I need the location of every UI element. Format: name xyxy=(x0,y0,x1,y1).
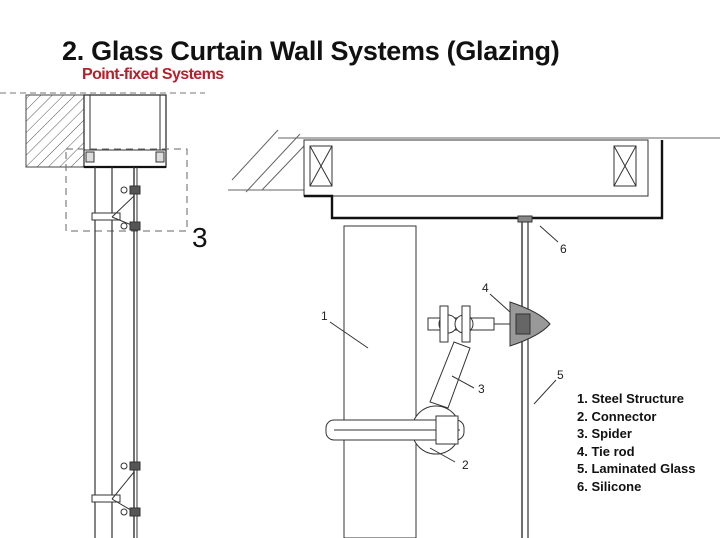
legend-item: 6. Silicone xyxy=(577,478,642,494)
legend-item: 2. Connector xyxy=(577,408,657,424)
legend-item: 4. Tie rod xyxy=(577,443,635,459)
detail-marker: 3 xyxy=(192,222,208,253)
callout-2: 2 xyxy=(462,458,469,472)
silicone xyxy=(517,215,533,223)
overall-section xyxy=(0,92,205,538)
callout-5: 5 xyxy=(557,368,564,382)
page-subtitle: Point-fixed Systems xyxy=(82,66,224,83)
detail-box xyxy=(65,148,188,232)
detail-beam xyxy=(303,139,649,197)
beam xyxy=(83,94,167,168)
callout-6: 6 xyxy=(560,242,567,256)
concrete-slab xyxy=(25,94,85,168)
legend-item: 3. Spider xyxy=(577,426,632,442)
steel-column xyxy=(343,225,417,538)
page-title: 2. Glass Curtain Wall Systems (Glazing) xyxy=(62,36,560,66)
callout-1: 1 xyxy=(321,309,328,323)
callout-4: 4 xyxy=(482,281,489,295)
callout-3: 3 xyxy=(478,382,485,396)
detail-enlargement xyxy=(228,129,720,538)
legend-item: 1. Steel Structure xyxy=(577,391,684,406)
spider-arm xyxy=(429,341,471,409)
component-legend: 1. Steel Structure 2. Connector 3. Spide… xyxy=(577,390,696,496)
legend-item: 5. Laminated Glass xyxy=(577,461,696,477)
